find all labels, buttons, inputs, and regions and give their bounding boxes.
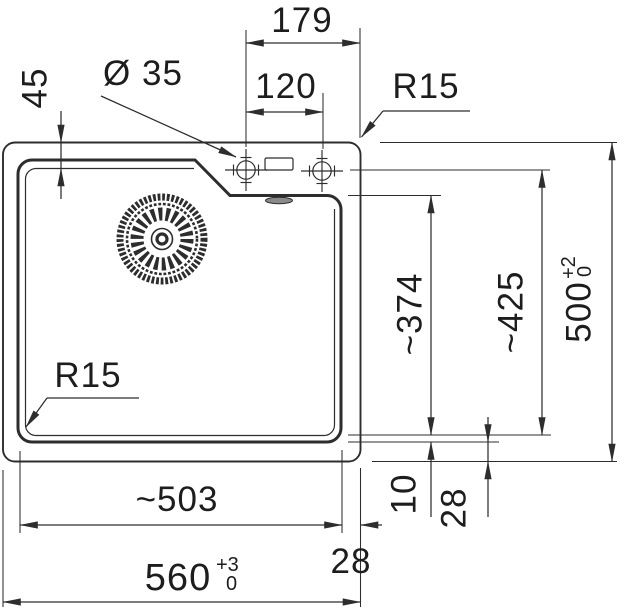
dim-label-120: 120 — [255, 67, 316, 106]
dim-label-179: 179 — [271, 1, 332, 40]
dim-label-500-tol-lower: 0 — [574, 266, 596, 277]
sink-outline — [2, 141, 362, 463]
dim-label-374: ~374 — [390, 273, 429, 356]
drain-inner-ring — [150, 227, 174, 251]
dim-label-r15-bottom: R15 — [54, 356, 121, 395]
overflow-slot — [265, 196, 293, 205]
dim-label-374-group: ~374 — [390, 273, 429, 356]
dim-label-28-bottom: 28 — [331, 542, 372, 581]
dim-label-10-group: 10 — [384, 474, 423, 515]
dim-label-45-group: 45 — [15, 68, 54, 109]
dim-label-560-tol-upper: +3 — [216, 554, 239, 576]
drain-center-hole — [155, 232, 169, 246]
leader-hole-diameter — [100, 95, 237, 158]
bowl-inner-edge — [24, 167, 336, 437]
dim-label-28-right: 28 — [434, 488, 473, 529]
leader-r15-bottom — [25, 397, 48, 428]
dim-label-560: 560 — [145, 557, 211, 599]
faucet-hole-left — [225, 149, 267, 191]
sink-outer-edge — [2, 141, 362, 463]
dimension-lines — [2, 39, 616, 606]
dim-label-560-tol-lower: 0 — [226, 573, 237, 595]
dim-label-500: 500 — [559, 281, 598, 342]
dim-label-28v-group: 28 — [434, 488, 473, 529]
drain-strainer-spokes — [130, 207, 194, 271]
dim-label-hole-diameter: Ø 35 — [103, 54, 183, 93]
dimension-labels: 179 120 Ø 35 R15 R15 45 ~374 ~425 500 +2… — [15, 1, 598, 599]
drain-middle-ring — [125, 202, 199, 276]
faucet-hole-right — [301, 150, 343, 192]
drain-outer-ring — [116, 193, 208, 285]
drain-assembly — [116, 193, 208, 285]
dim-label-500-group: 500 +2 0 — [558, 256, 598, 343]
dim-label-10: 10 — [384, 474, 423, 515]
accessory-knockout — [264, 157, 294, 171]
dim-label-425-group: ~425 — [491, 271, 530, 354]
dim-label-425: ~425 — [491, 271, 530, 354]
extension-lines — [2, 28, 617, 607]
dim-label-45: 45 — [15, 68, 54, 109]
dim-label-r15-top: R15 — [392, 67, 459, 106]
leader-r15-top — [361, 110, 384, 138]
dim-label-500-tol-upper: +2 — [558, 256, 580, 279]
bowl-outline — [16, 158, 343, 444]
dim-label-503: ~503 — [136, 480, 219, 519]
